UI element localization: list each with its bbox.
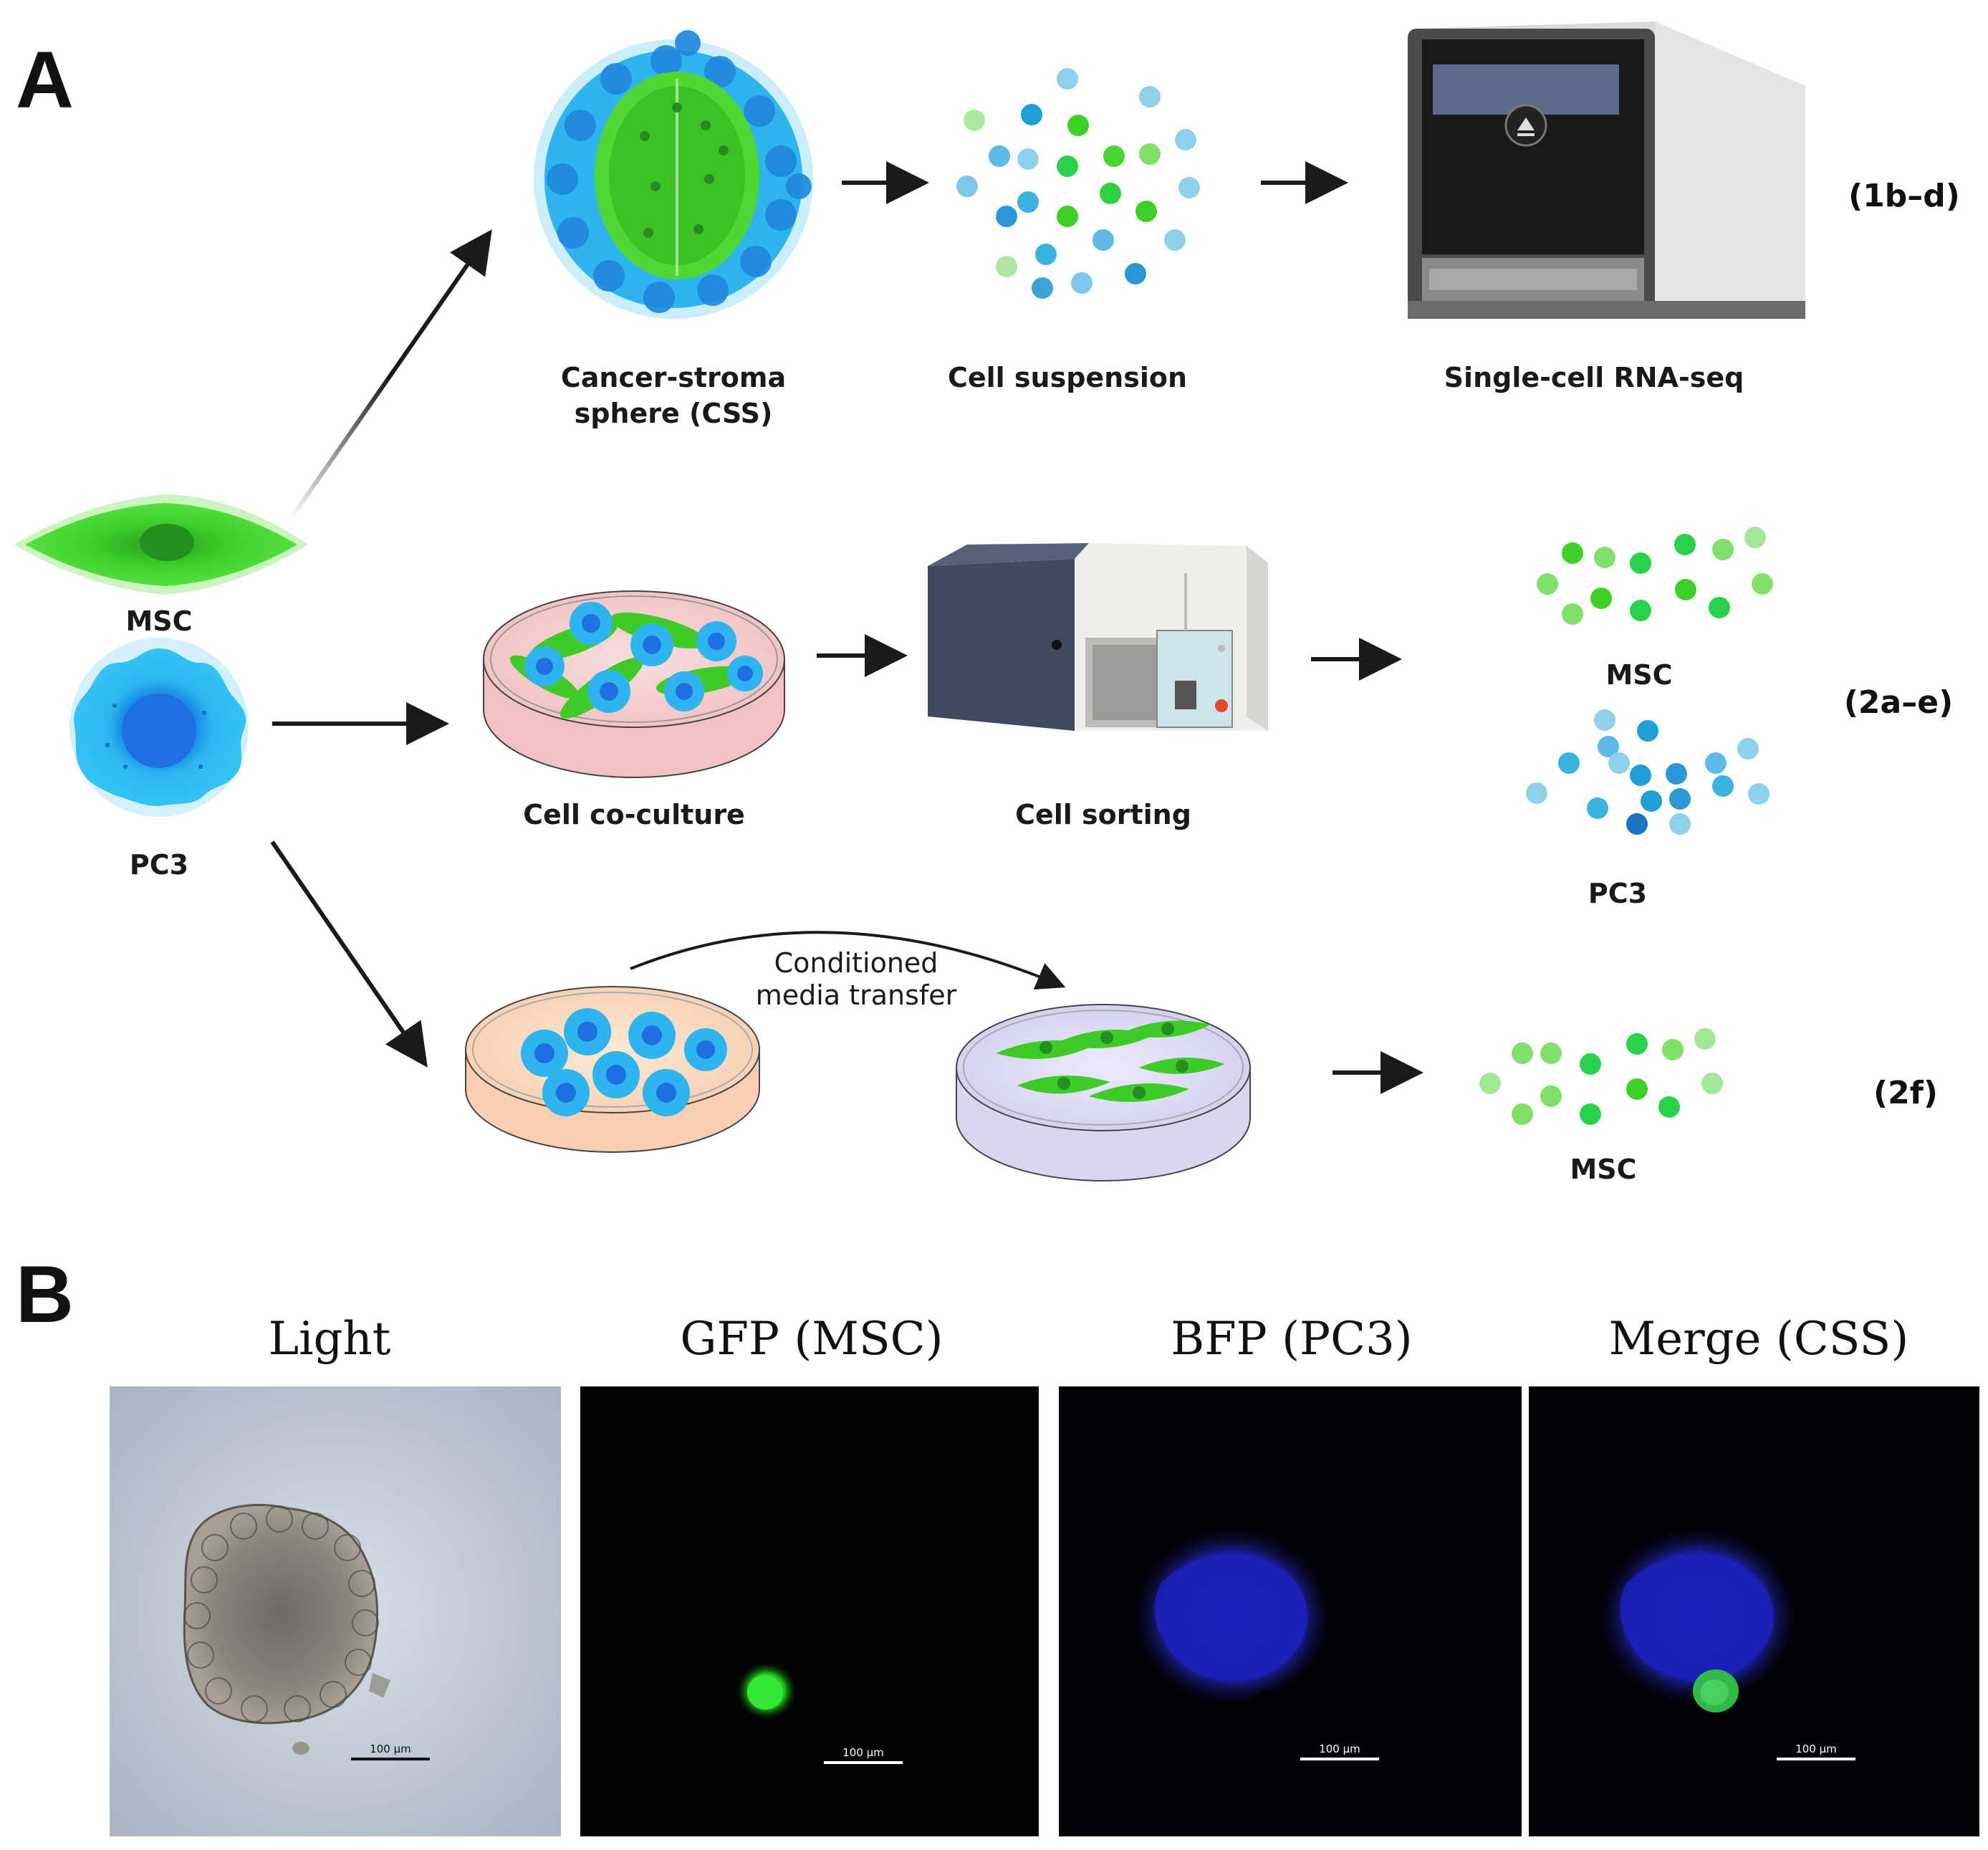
ref-row1: (1b–d) <box>1848 178 1960 214</box>
bfp-micrograph: 100 µm <box>1059 1386 1522 1836</box>
pc3-culture-dish-icon <box>465 986 760 1153</box>
coculture-label: Cell co-culture <box>523 799 745 830</box>
msc-cell-icon <box>14 494 308 595</box>
cell-sorter-icon <box>928 543 1268 731</box>
merge-micrograph: 100 µm <box>1529 1386 1979 1836</box>
bfp-title: BFP (PC3) <box>1171 1313 1413 1366</box>
arrow-to-css <box>288 229 492 521</box>
merge-scale-label: 100 µm <box>1795 1743 1837 1755</box>
scrnaseq-label: Single-cell RNA-seq <box>1444 362 1744 393</box>
panel-a-letter: A <box>16 35 74 125</box>
sorted-msc-cells-icon <box>1537 527 1773 625</box>
light-title: Light <box>269 1313 391 1366</box>
light-scale-label: 100 µm <box>370 1743 411 1755</box>
pc3-label: PC3 <box>130 849 188 881</box>
css-label-line2: sphere (CSS) <box>575 398 773 429</box>
cm-msc-label: MSC <box>1570 1154 1636 1185</box>
merge-title: Merge (CSS) <box>1609 1313 1909 1366</box>
ref-row3: (2f) <box>1873 1075 1938 1111</box>
msc-culture-dish-icon <box>956 1004 1251 1182</box>
pc3-cell-icon <box>69 638 249 817</box>
sorted-msc-label: MSC <box>1605 659 1672 691</box>
ref-row2: (2a–e) <box>1844 684 1953 721</box>
light-micrograph: 100 µm <box>110 1386 561 1836</box>
sorting-label: Cell sorting <box>1015 799 1191 830</box>
transfer-label: Conditioned <box>774 947 938 979</box>
sorted-pc3-label: PC3 <box>1588 878 1647 909</box>
scrnaseq-instrument-icon <box>1408 21 1805 319</box>
suspension-label: Cell suspension <box>948 362 1187 393</box>
gfp-scale-label: 100 µm <box>842 1746 884 1759</box>
gfp-title: GFP (MSC) <box>680 1313 943 1366</box>
css-sphere-icon <box>534 30 813 319</box>
cell-suspension-icon <box>956 68 1200 299</box>
media-transfer-arrow <box>630 931 1066 990</box>
coculture-dish-icon <box>483 590 785 778</box>
bfp-scale-label: 100 µm <box>1319 1743 1360 1755</box>
panel-b-letter: B <box>16 1250 74 1339</box>
transfer-label-line2: media transfer <box>756 979 957 1011</box>
sorted-pc3-cells-icon <box>1526 709 1769 835</box>
gfp-micrograph: 100 µm <box>580 1386 1039 1836</box>
css-label: Cancer-stroma <box>561 362 786 393</box>
cm-msc-cells-icon <box>1479 1028 1723 1125</box>
arrow-to-conditioned <box>270 840 428 1068</box>
msc-label: MSC <box>125 605 192 637</box>
